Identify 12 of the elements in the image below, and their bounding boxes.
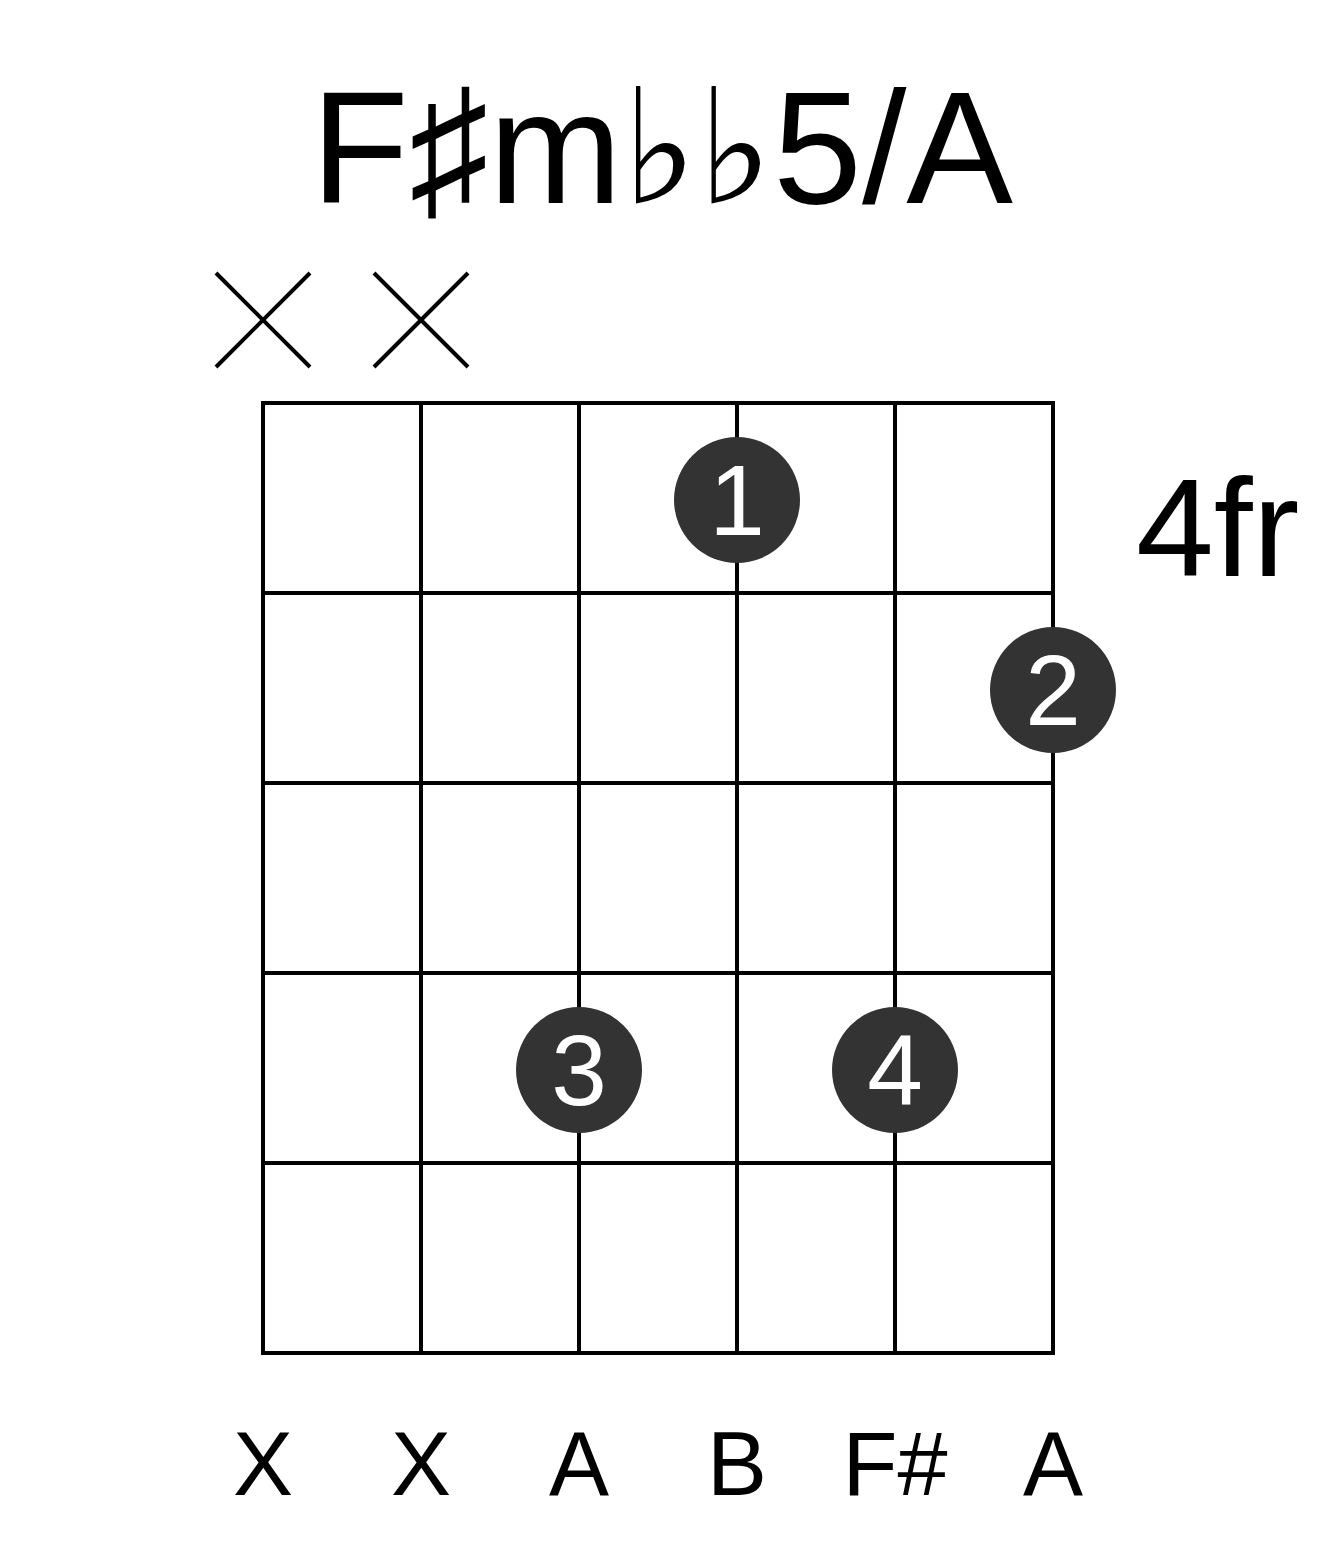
- chord-title: F♯m♭♭5/A: [310, 68, 1014, 228]
- finger-number-dot: 3: [516, 1007, 642, 1133]
- string-note-label: A: [549, 1419, 609, 1509]
- finger-number-dot: 2: [990, 627, 1116, 753]
- string-note-label: F#: [842, 1419, 948, 1509]
- string-note-label: X: [391, 1419, 451, 1509]
- string-note-label: X: [233, 1419, 293, 1509]
- finger-number-dot: 1: [674, 437, 800, 563]
- string-note-label: A: [1023, 1419, 1083, 1509]
- fret-position-label: 4fr: [1136, 458, 1300, 598]
- finger-number-dot: 4: [832, 1007, 958, 1133]
- string-note-label: B: [707, 1419, 767, 1509]
